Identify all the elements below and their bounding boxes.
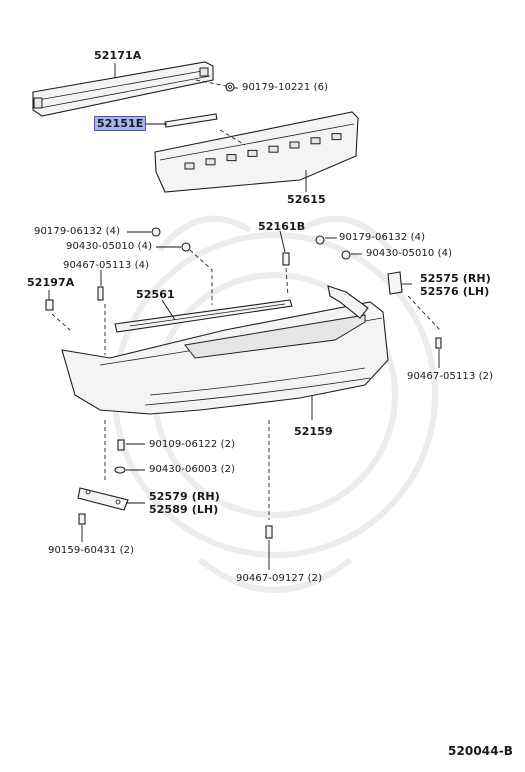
- spacer-52151e: [164, 113, 218, 128]
- label-52151e-highlighted: 52151E: [94, 116, 147, 131]
- label-52159: 52159: [294, 425, 333, 438]
- label-52171a: 52171A: [94, 49, 142, 62]
- retainer-52561: [114, 299, 293, 333]
- nut-90179-10221: [225, 82, 235, 92]
- absorber-slot: [184, 162, 195, 170]
- absorber-slot: [310, 137, 321, 145]
- label-90179-06132-left: 90179-06132 (4): [34, 226, 121, 237]
- label-52575: 52575 (RH): [420, 272, 491, 285]
- label-52615: 52615: [287, 193, 326, 206]
- label-90467-05113-right: 90467-05113 (2): [407, 371, 494, 382]
- bracket-52579: [77, 487, 129, 511]
- leader-lines: [48, 63, 440, 570]
- absorber-slot: [331, 133, 342, 141]
- watermark-emblem: [112, 215, 438, 593]
- label-52589: 52589 (LH): [149, 503, 219, 516]
- label-52161b: 52161B: [258, 220, 306, 233]
- absorber-slot: [268, 145, 279, 153]
- absorber-slot: [205, 158, 216, 166]
- label-90179-06132-right: 90179-06132 (4): [339, 232, 426, 243]
- side-retainer-52575: [327, 271, 403, 319]
- label-52579: 52579 (RH): [149, 490, 220, 503]
- label-90179-10221: 90179-10221 (6): [242, 82, 329, 93]
- label-90467-05113-left: 90467-05113 (4): [63, 260, 150, 271]
- label-90159-60431: 90159-60431 (2): [48, 545, 135, 556]
- label-90430-06003: 90430-06003 (2): [149, 464, 236, 475]
- label-90467-09127: 90467-09127 (2): [236, 573, 323, 584]
- label-90430-05010-left: 90430-05010 (4): [66, 241, 153, 252]
- absorber-slot: [289, 141, 300, 149]
- absorber-slot: [247, 149, 258, 157]
- figure-code: 520044-B: [448, 744, 514, 758]
- absorber-52615: [154, 111, 359, 193]
- label-52576: 52576 (LH): [420, 285, 490, 298]
- label-90109-06122: 90109-06122 (2): [149, 439, 236, 450]
- fasteners: [45, 227, 442, 539]
- assembly-lines: [51, 79, 441, 520]
- label-52197a: 52197A: [27, 276, 75, 289]
- label-52561: 52561: [136, 288, 175, 301]
- label-90430-05010-right: 90430-05010 (4): [366, 248, 453, 259]
- absorber-slot: [226, 154, 237, 162]
- reinforcement-52171a: [32, 61, 214, 117]
- bumper-cover-52159: [61, 301, 389, 415]
